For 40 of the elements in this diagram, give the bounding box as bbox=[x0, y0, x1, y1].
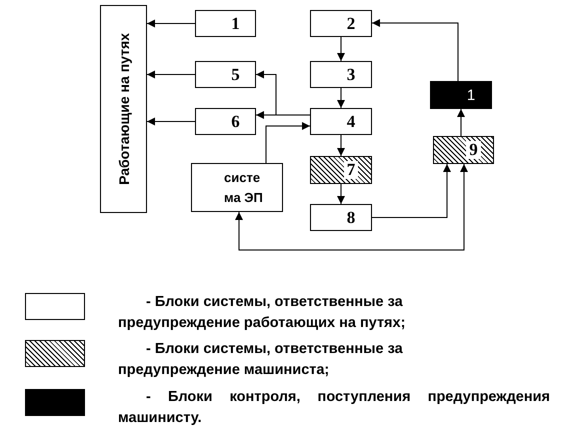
arrow bbox=[337, 88, 345, 108]
arrow bbox=[146, 20, 196, 28]
block-number: 9 bbox=[466, 141, 481, 159]
vertical-label: Работающие на путях bbox=[116, 33, 132, 185]
legend-text: - Блоки контроля, поступления предупреждения машинисту. bbox=[118, 388, 550, 428]
block-number: 1 bbox=[230, 14, 240, 34]
recipient-box bbox=[100, 5, 147, 213]
block-number: 3 bbox=[346, 64, 356, 84]
legend-text: - Блоки системы, ответственные за предупреждение работающих на путях; bbox=[118, 293, 406, 333]
arrow bbox=[337, 36, 345, 62]
driver-block-box bbox=[310, 156, 372, 184]
block-box bbox=[195, 108, 256, 135]
arrow bbox=[146, 70, 196, 78]
block-number: 5 bbox=[230, 64, 240, 84]
block-box bbox=[195, 10, 256, 37]
block-box bbox=[310, 10, 372, 37]
arrow bbox=[372, 164, 451, 218]
arrow bbox=[337, 184, 345, 204]
system-box bbox=[191, 163, 283, 212]
block-box bbox=[195, 61, 256, 88]
arrow bbox=[457, 108, 465, 136]
arrow bbox=[146, 118, 196, 126]
block-box bbox=[310, 61, 372, 88]
block-number: 8 bbox=[346, 208, 356, 228]
arrow bbox=[266, 122, 310, 164]
block-number: 6 bbox=[230, 112, 240, 132]
block-box bbox=[310, 204, 372, 231]
block-number: 1 bbox=[466, 86, 476, 104]
legend-text: - Блоки системы, ответственные за предупреждение машиниста; bbox=[118, 340, 404, 380]
control-block-box bbox=[430, 81, 492, 109]
arrow bbox=[256, 111, 310, 119]
arrow bbox=[372, 19, 458, 82]
block-number: 4 bbox=[346, 112, 356, 132]
block-label: систе ма ЭП bbox=[223, 168, 264, 206]
block-box bbox=[310, 108, 372, 135]
driver-block-box bbox=[433, 136, 494, 164]
block-number: 2 bbox=[346, 14, 356, 34]
block-number: 7 bbox=[344, 161, 358, 179]
arrow bbox=[235, 164, 468, 250]
arrow bbox=[337, 134, 345, 156]
